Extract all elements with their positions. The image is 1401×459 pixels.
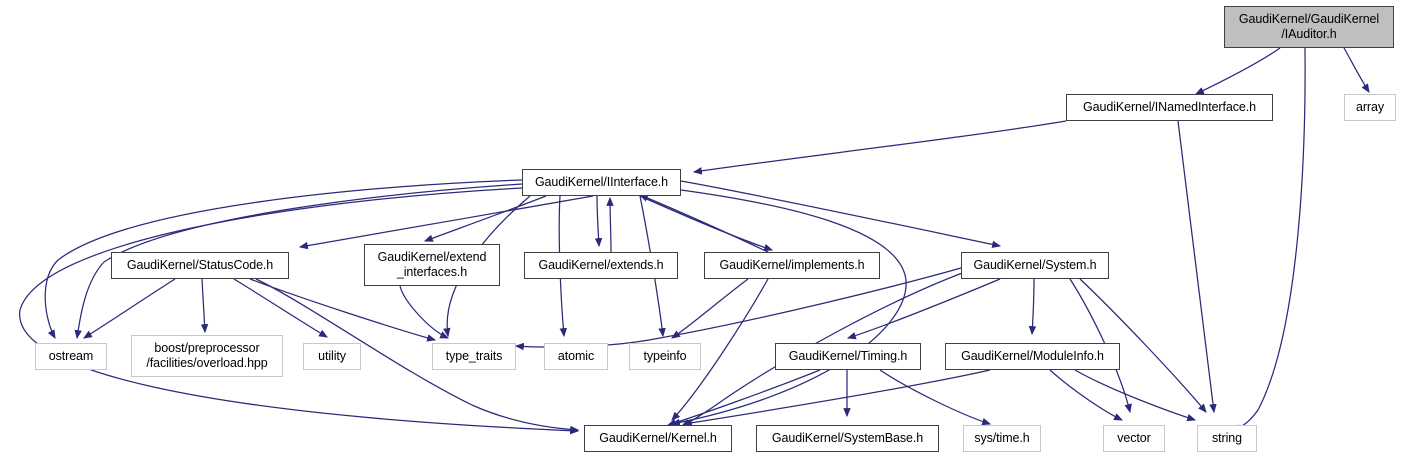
node-vector[interactable]: vector (1103, 425, 1165, 452)
node-label: array (1356, 100, 1384, 115)
node-array[interactable]: array (1344, 94, 1396, 121)
edge-moduleinfo-to-vector (1049, 369, 1124, 421)
edge-inamedinterface-to-iinterface (692, 120, 1067, 175)
edge-iinterface-to-kernel (670, 189, 907, 427)
edge-implements-to-iinterface (638, 194, 769, 253)
edge-timing-to-sys_time (879, 369, 992, 426)
edge-moduleinfo-to-string (1074, 369, 1197, 422)
edge-statuscode-to-utility (233, 278, 328, 338)
edge-iinterface-to-implements (639, 195, 774, 252)
edge-iinterface-to-extend_interfaces (423, 195, 547, 242)
node-iauditor: GaudiKernel/GaudiKernel /IAuditor.h (1224, 6, 1394, 48)
edge-iinterface-to-ostream (74, 183, 523, 340)
node-system[interactable]: GaudiKernel/System.h (961, 252, 1109, 279)
node-label: GaudiKernel/System.h (973, 258, 1097, 273)
edge-iinterface-to-ostream (44, 179, 523, 339)
edge-statuscode-to-ostream (83, 278, 176, 339)
edge-extends-to-iinterface (606, 196, 614, 253)
node-label: ostream (48, 349, 94, 364)
edge-system-to-kernel (680, 271, 966, 427)
node-label: GaudiKernel/Timing.h (788, 349, 908, 364)
node-label: sys/time.h (974, 431, 1030, 446)
edge-moduleinfo-to-kernel (682, 369, 991, 427)
edge-iinterface-to-statuscode (298, 195, 594, 250)
node-label: GaudiKernel/extends.h (538, 258, 664, 273)
node-label: typeinfo (643, 349, 687, 364)
node-label: GaudiKernel/StatusCode.h (126, 258, 274, 273)
node-label: GaudiKernel/ModuleInfo.h (961, 349, 1104, 364)
node-atomic[interactable]: atomic (544, 343, 608, 370)
edge-iinterface-to-system (680, 180, 1002, 249)
edge-iauditor-to-array (1343, 47, 1370, 93)
node-ostream[interactable]: ostream (35, 343, 107, 370)
node-moduleinfo[interactable]: GaudiKernel/ModuleInfo.h (945, 343, 1120, 370)
node-string[interactable]: string (1197, 425, 1257, 452)
edge-statuscode-to-kernel (255, 278, 580, 434)
edges-group (19, 47, 1370, 435)
node-label: GaudiKernel/extend _interfaces.h (377, 250, 487, 279)
edge-system-to-vector (1069, 278, 1132, 414)
edge-timing-to-kernel (666, 369, 821, 427)
edge-extend_interfaces-to-type_traits (399, 285, 450, 339)
node-label: GaudiKernel/GaudiKernel /IAuditor.h (1238, 12, 1380, 41)
node-label: boost/preprocessor /facilities/overload.… (146, 341, 268, 370)
node-label: GaudiKernel/Kernel.h (599, 431, 717, 446)
node-label: type_traits (445, 349, 503, 364)
node-iinterface[interactable]: GaudiKernel/IInterface.h (522, 169, 681, 196)
node-typeinfo[interactable]: typeinfo (629, 343, 701, 370)
node-systembase[interactable]: GaudiKernel/SystemBase.h (756, 425, 939, 452)
node-sys_time[interactable]: sys/time.h (963, 425, 1041, 452)
node-label: GaudiKernel/SystemBase.h (771, 431, 924, 446)
node-kernel[interactable]: GaudiKernel/Kernel.h (584, 425, 732, 452)
node-label: string (1212, 431, 1242, 446)
node-label: GaudiKernel/INamedInterface.h (1083, 100, 1256, 115)
node-label: atomic (557, 349, 595, 364)
edge-system-to-moduleinfo (1028, 278, 1037, 336)
node-label: utility (318, 349, 346, 364)
node-inamedinterface[interactable]: GaudiKernel/INamedInterface.h (1066, 94, 1273, 121)
edge-system-to-timing (846, 278, 1001, 340)
edge-iinterface-to-extends (594, 195, 603, 248)
node-extends[interactable]: GaudiKernel/extends.h (524, 252, 678, 279)
edge-system-to-type_traits (514, 267, 962, 351)
node-label: GaudiKernel/IInterface.h (534, 175, 669, 190)
edge-iauditor-to-inamedinterface (1194, 47, 1281, 95)
node-label: GaudiKernel/implements.h (719, 258, 865, 273)
node-type_traits[interactable]: type_traits (432, 343, 516, 370)
edge-iinterface-to-kernel (19, 187, 580, 435)
node-extend_interfaces[interactable]: GaudiKernel/extend _interfaces.h (364, 244, 500, 286)
edge-implements-to-kernel (671, 278, 769, 421)
edge-system-to-string (1079, 278, 1207, 413)
edge-statuscode-to-boost_overload (200, 278, 209, 334)
node-statuscode[interactable]: GaudiKernel/StatusCode.h (111, 252, 289, 279)
node-label: vector (1117, 431, 1151, 446)
edge-statuscode-to-type_traits (249, 278, 437, 342)
node-implements[interactable]: GaudiKernel/implements.h (704, 252, 880, 279)
edge-implements-to-typeinfo (671, 278, 749, 339)
node-boost_overload[interactable]: boost/preprocessor /facilities/overload.… (131, 335, 283, 377)
edge-inamedinterface-to-string (1177, 120, 1217, 414)
edge-iauditor-to-string (1230, 47, 1306, 432)
node-timing[interactable]: GaudiKernel/Timing.h (775, 343, 921, 370)
node-utility[interactable]: utility (303, 343, 361, 370)
